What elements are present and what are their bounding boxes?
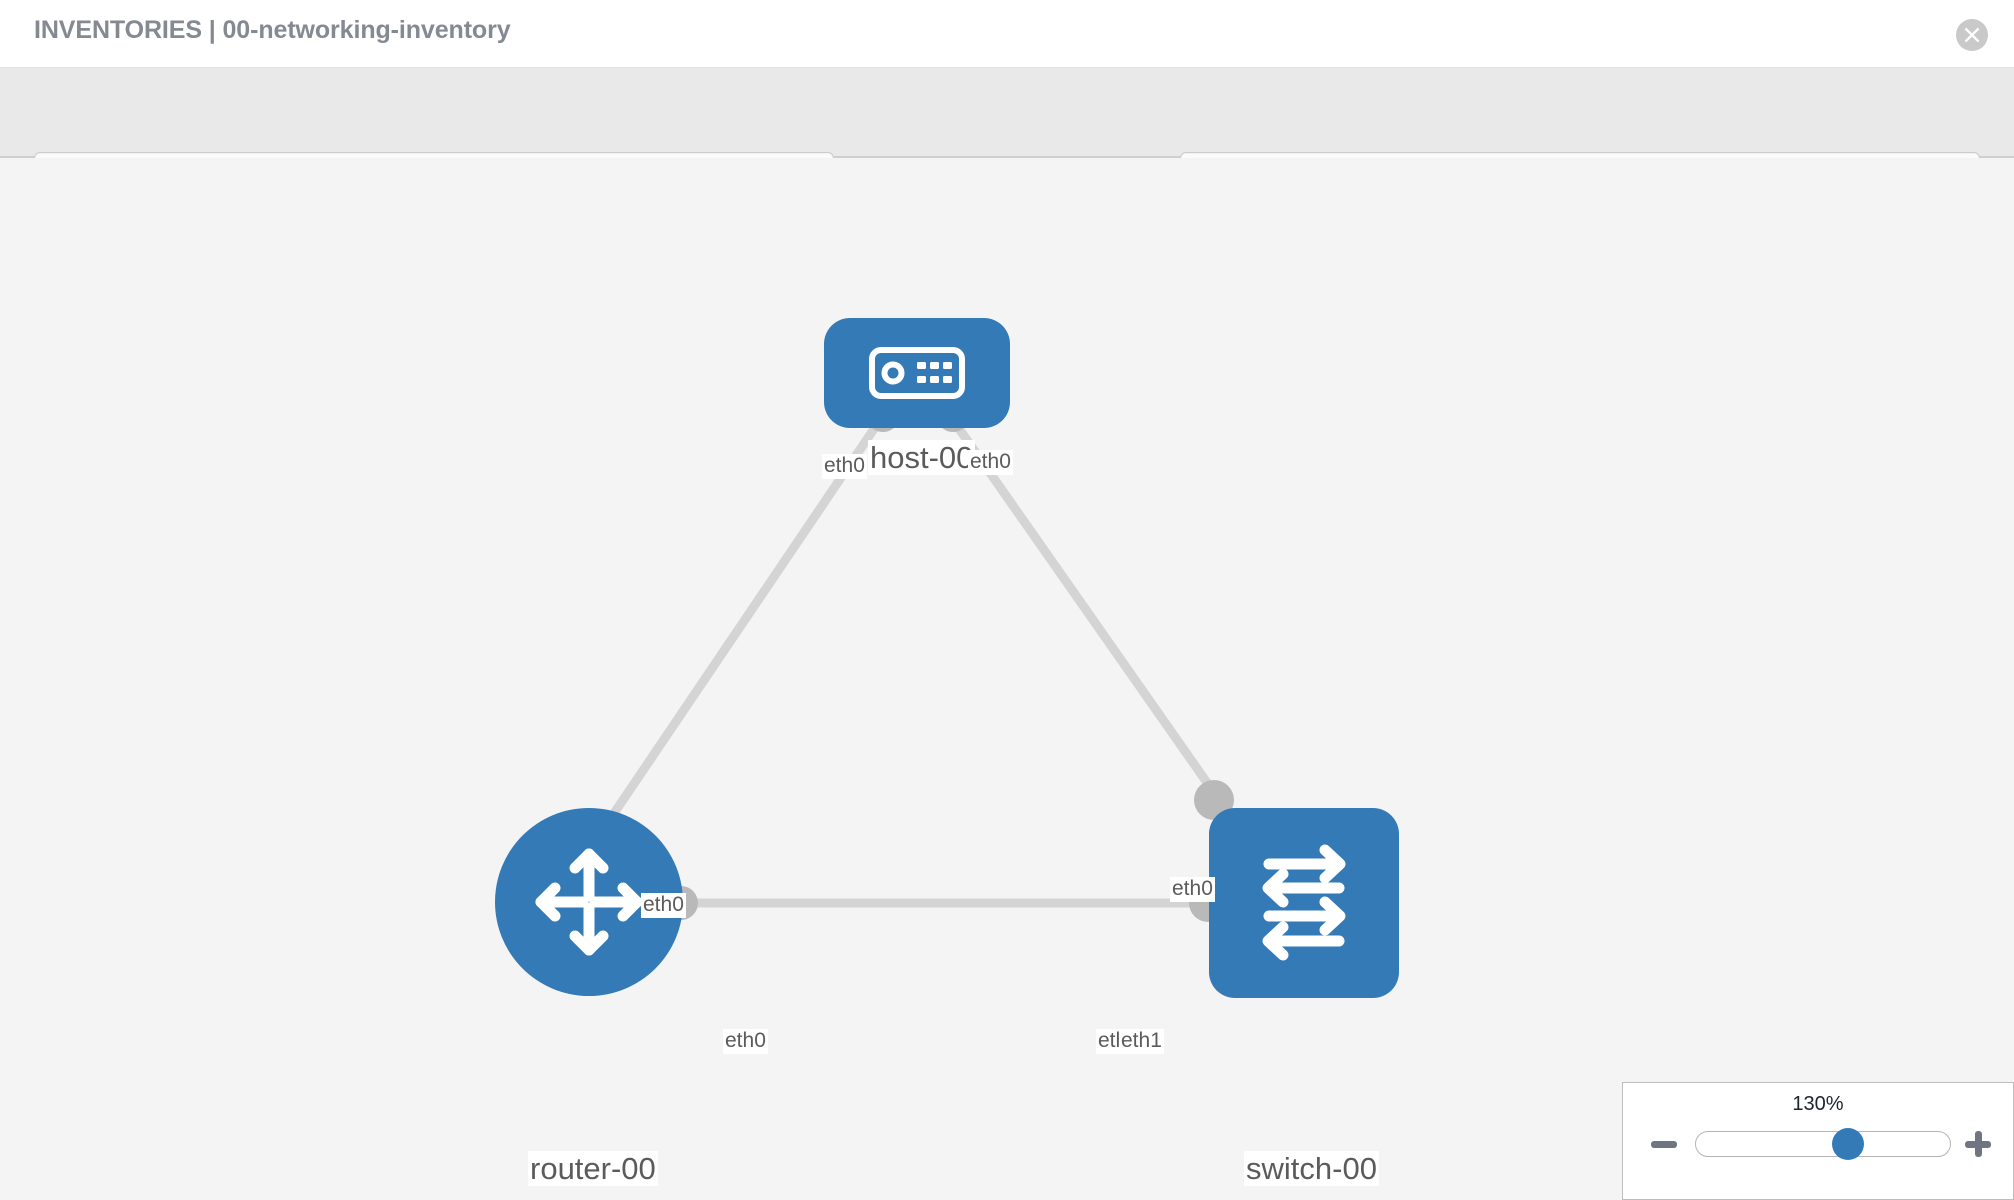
page-header: INVENTORIES | 00-networking-inventory — [0, 0, 2014, 68]
iface-label-router-right: eth0 — [723, 1029, 768, 1054]
node-label-switch-00: switch-00 — [1244, 1151, 1379, 1187]
zoom-control-panel: 130% — [1622, 1082, 2014, 1200]
close-icon[interactable] — [1956, 19, 1988, 51]
iface-label-host-left: eth0 — [822, 454, 867, 479]
zoom-in-button[interactable] — [1965, 1131, 1991, 1157]
zoom-slider-thumb[interactable] — [1832, 1128, 1865, 1160]
node-switch-00[interactable] — [1209, 808, 1399, 998]
router-arrows-icon — [535, 848, 643, 956]
link-host-router — [595, 415, 885, 839]
zoom-slider[interactable] — [1695, 1128, 1951, 1160]
iface-label-host-right: eth0 — [968, 450, 1013, 475]
page-title: INVENTORIES | 00-networking-inventory — [34, 16, 511, 44]
link-host-switch — [948, 415, 1248, 839]
iface-label-switch-up: eth0 — [1170, 877, 1215, 902]
node-host-00[interactable] — [824, 318, 1010, 428]
zoom-out-button[interactable] — [1651, 1131, 1677, 1157]
server-icon — [869, 347, 965, 399]
node-label-host-00: host-00 — [868, 440, 976, 476]
toolbar: ACTIONS SEARCH — [0, 68, 2014, 210]
iface-label-switch-left-b: eth1 — [1119, 1029, 1164, 1054]
switch-arrows-icon — [1262, 844, 1346, 961]
topology-links — [595, 415, 1248, 908]
topology-canvas[interactable]: eth0 host-00 eth0 eth0 eth0 router-00 — [0, 158, 2014, 1200]
node-label-router-00: router-00 — [528, 1151, 658, 1187]
zoom-level-label: 130% — [1792, 1093, 1844, 1115]
iface-label-router-up: eth0 — [641, 893, 686, 918]
